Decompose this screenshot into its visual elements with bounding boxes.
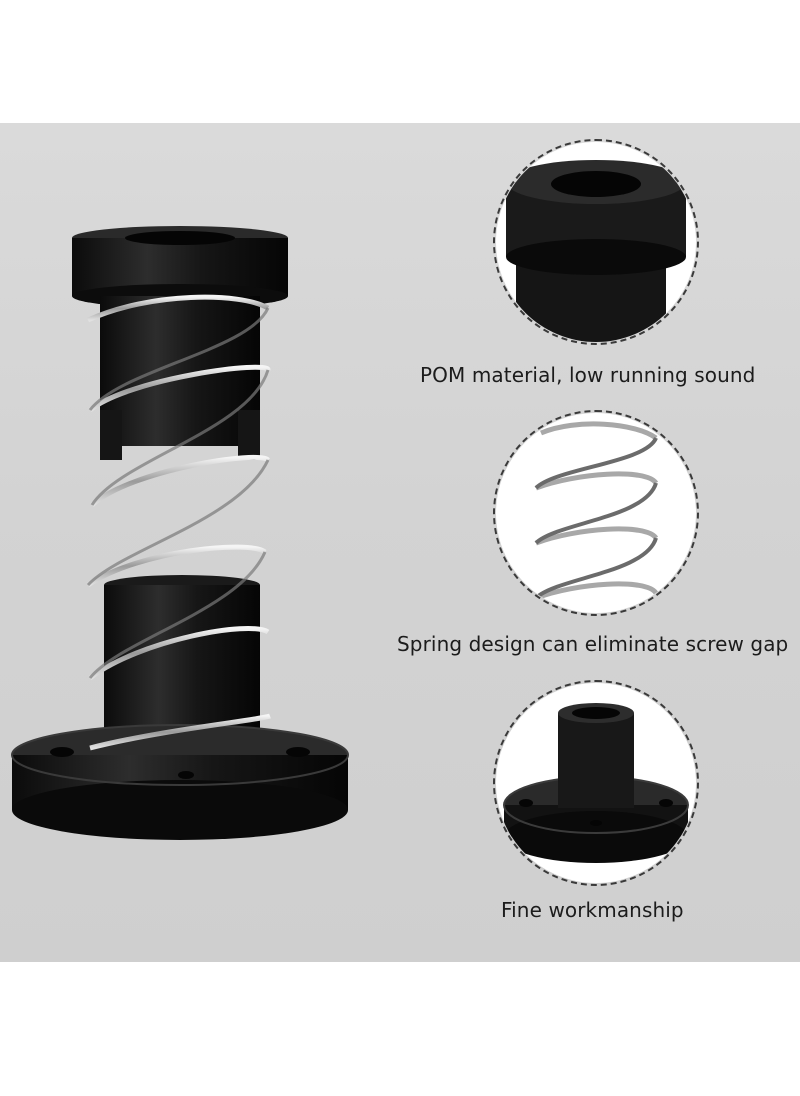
feature-1-caption: POM material, low running sound	[420, 363, 756, 387]
feature-3-caption: Fine workmanship	[501, 898, 684, 922]
feature-2-image	[496, 413, 696, 613]
feature-2-dashed-ring	[493, 410, 699, 616]
flange-nut-icon	[503, 703, 689, 863]
feature-3-image	[496, 683, 696, 883]
feature-3-dashed-ring	[493, 680, 699, 886]
feature-2-caption: Spring design can eliminate screw gap	[397, 632, 789, 656]
anti-backlash-nut-image	[11, 226, 349, 840]
feature-1-image	[496, 142, 696, 342]
feature-1-dashed-ring	[493, 139, 699, 345]
nut-closeup-icon	[506, 160, 686, 342]
spring-closeup-icon	[534, 421, 659, 601]
